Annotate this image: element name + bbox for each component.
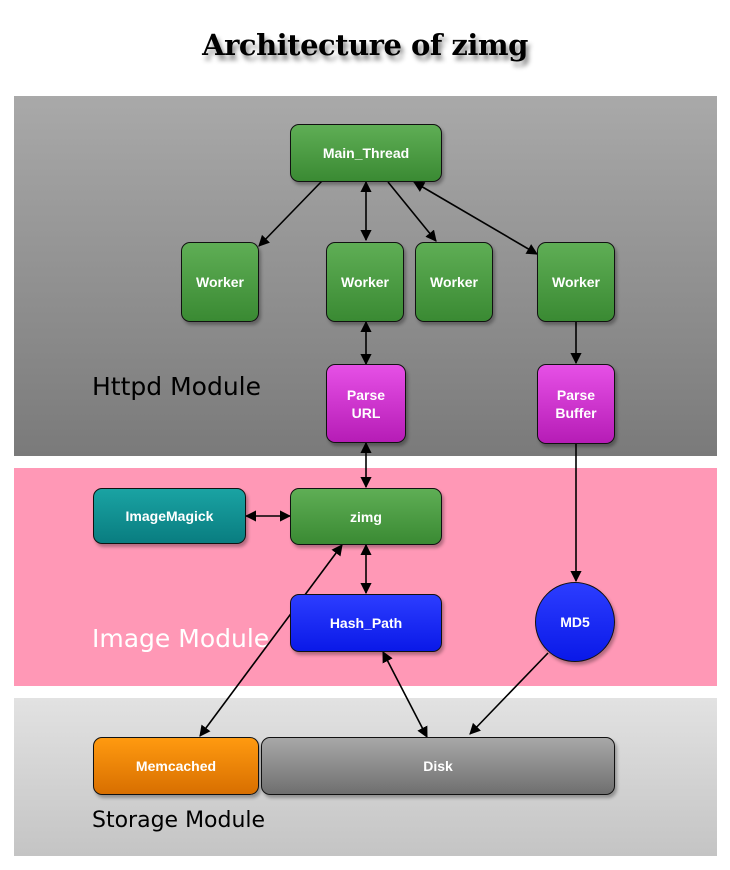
worker-node-2: Worker bbox=[326, 242, 404, 322]
worker-node-4: Worker bbox=[537, 242, 615, 322]
parse-url-node: Parse URL bbox=[326, 364, 406, 443]
edge-zimg-memcached bbox=[199, 544, 343, 737]
worker-node-1: Worker bbox=[181, 242, 259, 322]
zimg-node: zimg bbox=[290, 488, 442, 545]
diagram-title: Architecture of zimg bbox=[202, 28, 528, 62]
md5-node: MD5 bbox=[535, 582, 615, 662]
imagemagick-node: ImageMagick bbox=[93, 488, 246, 544]
worker-node-3: Worker bbox=[415, 242, 493, 322]
storage-module-label: Storage Module bbox=[92, 808, 266, 833]
memcached-node: Memcached bbox=[93, 737, 259, 795]
parse-buffer-node: Parse Buffer bbox=[537, 364, 615, 444]
edge-main-thread-worker-4 bbox=[413, 181, 538, 255]
httpd-module-label: Httpd Module bbox=[92, 372, 261, 401]
edge-md5-disk bbox=[469, 652, 549, 735]
edge-hash-path-disk bbox=[382, 651, 428, 738]
hash-path-node: Hash_Path bbox=[290, 594, 442, 652]
main-thread-node: Main_Thread bbox=[290, 124, 442, 182]
disk-node: Disk bbox=[261, 737, 615, 795]
edge-main-thread-worker-1 bbox=[258, 180, 323, 247]
